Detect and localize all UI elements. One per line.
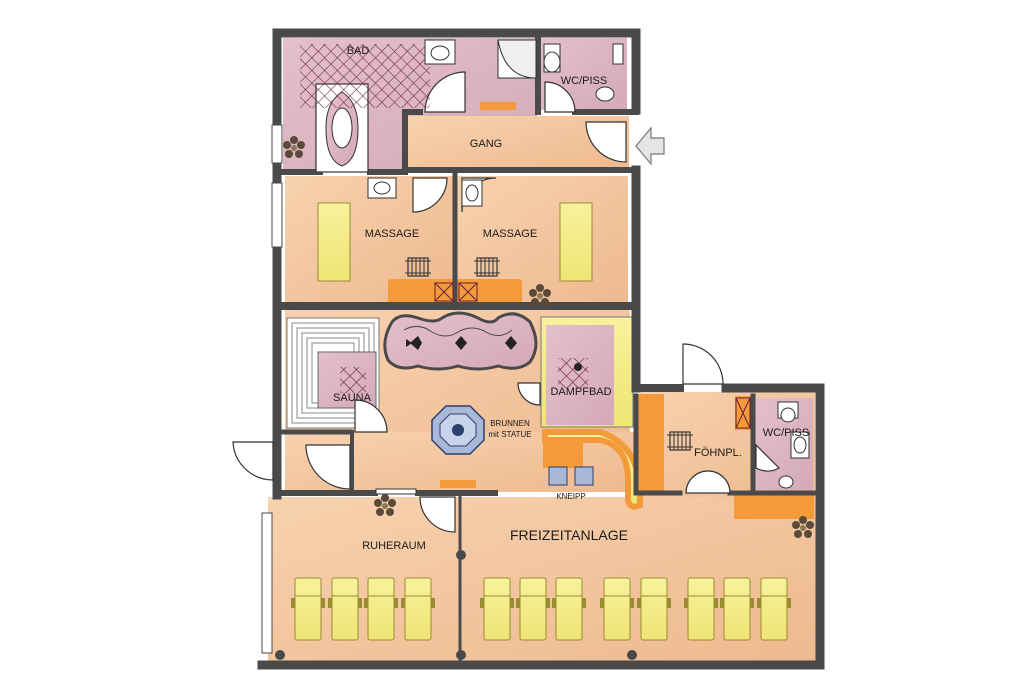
- label-brunnen: BRUNNEN: [490, 419, 530, 428]
- bench-central: [440, 480, 476, 488]
- column-icon: [275, 550, 637, 660]
- lounger-icon: [290, 577, 326, 641]
- massage-table-icon: [317, 202, 351, 282]
- kneipp-orange-left: [543, 440, 583, 468]
- jet-icon: [406, 336, 517, 350]
- lounger-icon: [327, 577, 363, 641]
- rail: [375, 488, 417, 495]
- lounger-icon: [636, 577, 672, 641]
- sink-icon: [790, 431, 810, 459]
- label-wc-right: WC/PISS: [763, 427, 809, 439]
- label-foehnpl: FÖHNPL.: [694, 447, 742, 459]
- lounger-icon: [363, 577, 399, 641]
- dampfbad-room: [540, 316, 634, 428]
- lounger-icon: [400, 577, 436, 641]
- label-freizeitanlage: FREIZEITANLAGE: [510, 527, 628, 543]
- label-massage-left: MASSAGE: [365, 228, 419, 240]
- label-bad: BAD: [347, 45, 370, 57]
- foehn-orange: [638, 394, 664, 492]
- label-sauna: SAUNA: [333, 392, 372, 404]
- sink-icon: [424, 39, 456, 65]
- toilet-icon: [543, 43, 561, 73]
- kneipp-walk: [542, 429, 643, 510]
- urinal-icon: [595, 43, 624, 102]
- walls: [257, 28, 825, 670]
- label-kneipp: KNEIPP: [556, 492, 585, 501]
- toilet-icon: [777, 401, 799, 489]
- sink-icon: [367, 177, 483, 207]
- windows: [261, 124, 283, 654]
- label-wc-top: WC/PISS: [561, 75, 607, 87]
- fountain-icon: [431, 405, 485, 455]
- label-ruheraum: RUHERAUM: [362, 540, 426, 552]
- bench-bad: [480, 102, 516, 110]
- foehn-orange-corner: [734, 493, 814, 519]
- shower-icon: [497, 39, 537, 79]
- lounger-icon: [683, 577, 719, 641]
- label-brunnen-sub: mit STATUE: [488, 430, 531, 439]
- massage-table-icon: [559, 202, 593, 282]
- cabinet-icon: [434, 282, 751, 429]
- lounger-icon: [599, 577, 635, 641]
- kneipp-basin-icon: [548, 466, 594, 486]
- lounger-icon: [756, 577, 792, 641]
- label-gang: GANG: [470, 138, 502, 150]
- lounger-icon: [515, 577, 551, 641]
- label-massage-right: MASSAGE: [483, 228, 537, 240]
- lounger-icon: [479, 577, 515, 641]
- lounger-icon: [719, 577, 755, 641]
- entrance-arrow-icon[interactable]: [635, 126, 665, 166]
- label-dampfbad: DAMPFBAD: [550, 386, 611, 398]
- bad-lattice: [300, 44, 430, 108]
- lounger-icon: [551, 577, 587, 641]
